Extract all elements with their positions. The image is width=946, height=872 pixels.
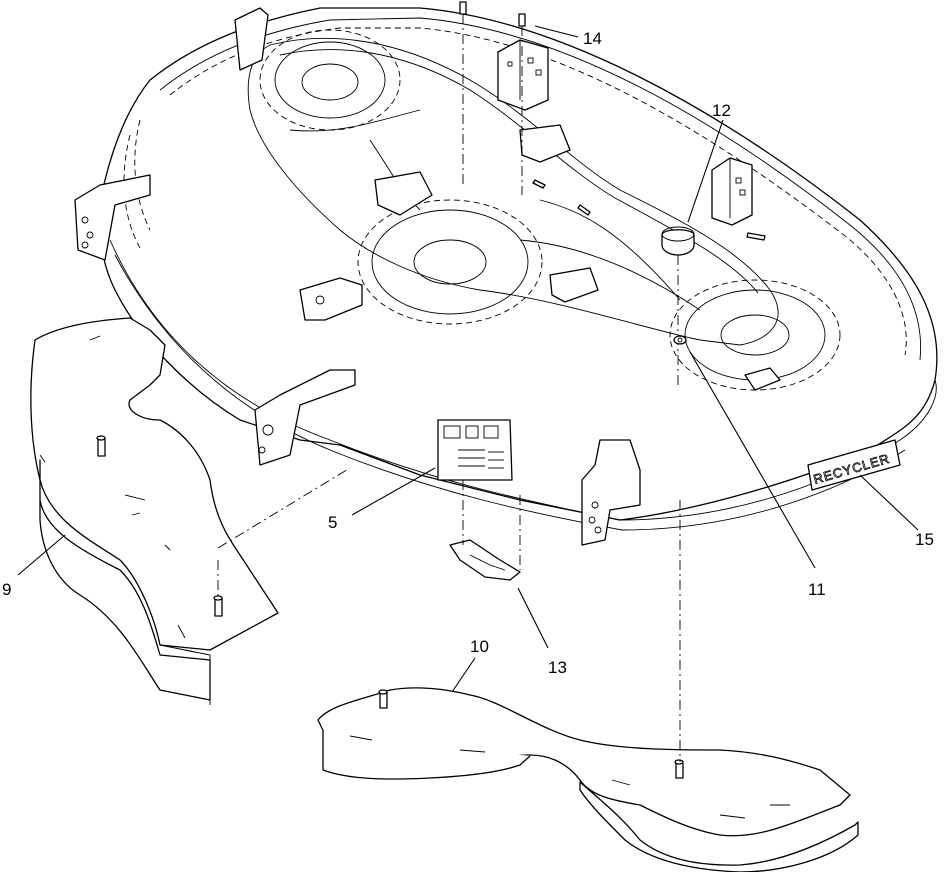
right-baffle — [317, 687, 859, 872]
leader-line-10 — [451, 657, 476, 693]
leader-line-15 — [859, 474, 919, 531]
leader-line-12 — [687, 119, 724, 223]
callout-12: 12 — [712, 101, 731, 120]
leader-line-9 — [17, 534, 66, 576]
pin-icon — [532, 179, 546, 189]
left-baffle — [30, 317, 279, 705]
leader-line-14 — [534, 25, 579, 38]
deck-decal — [437, 419, 513, 481]
rear-bracket-top — [234, 7, 269, 71]
front-hanger-bracket-right — [581, 439, 641, 546]
front-hanger-bracket-center — [254, 369, 356, 466]
adjustment-knob — [661, 226, 695, 256]
chute-mount-bracket-front — [497, 39, 549, 111]
callout-13: 13 — [548, 658, 567, 677]
leader-line-11 — [689, 351, 816, 569]
callout-10: 10 — [470, 637, 489, 656]
callout-5: 5 — [328, 513, 337, 532]
callout-15: 15 — [915, 530, 934, 549]
deck-clip — [374, 124, 781, 391]
spindle-center — [357, 199, 543, 325]
leader-line-5 — [351, 467, 436, 516]
deck-fastener — [673, 335, 687, 345]
leader-line-13 — [517, 587, 549, 649]
belt-channel — [539, 199, 681, 301]
rear-bracket-left — [299, 277, 363, 321]
callout-11: 11 — [808, 580, 826, 599]
pin-icon — [746, 232, 766, 241]
callout-9: 9 — [2, 580, 11, 599]
pin-icon — [577, 204, 591, 216]
chute-mount-bracket-rear — [711, 157, 753, 226]
deflector-part — [449, 539, 521, 581]
front-hanger-bracket-left — [74, 174, 151, 261]
callout-14: 14 — [583, 29, 602, 48]
